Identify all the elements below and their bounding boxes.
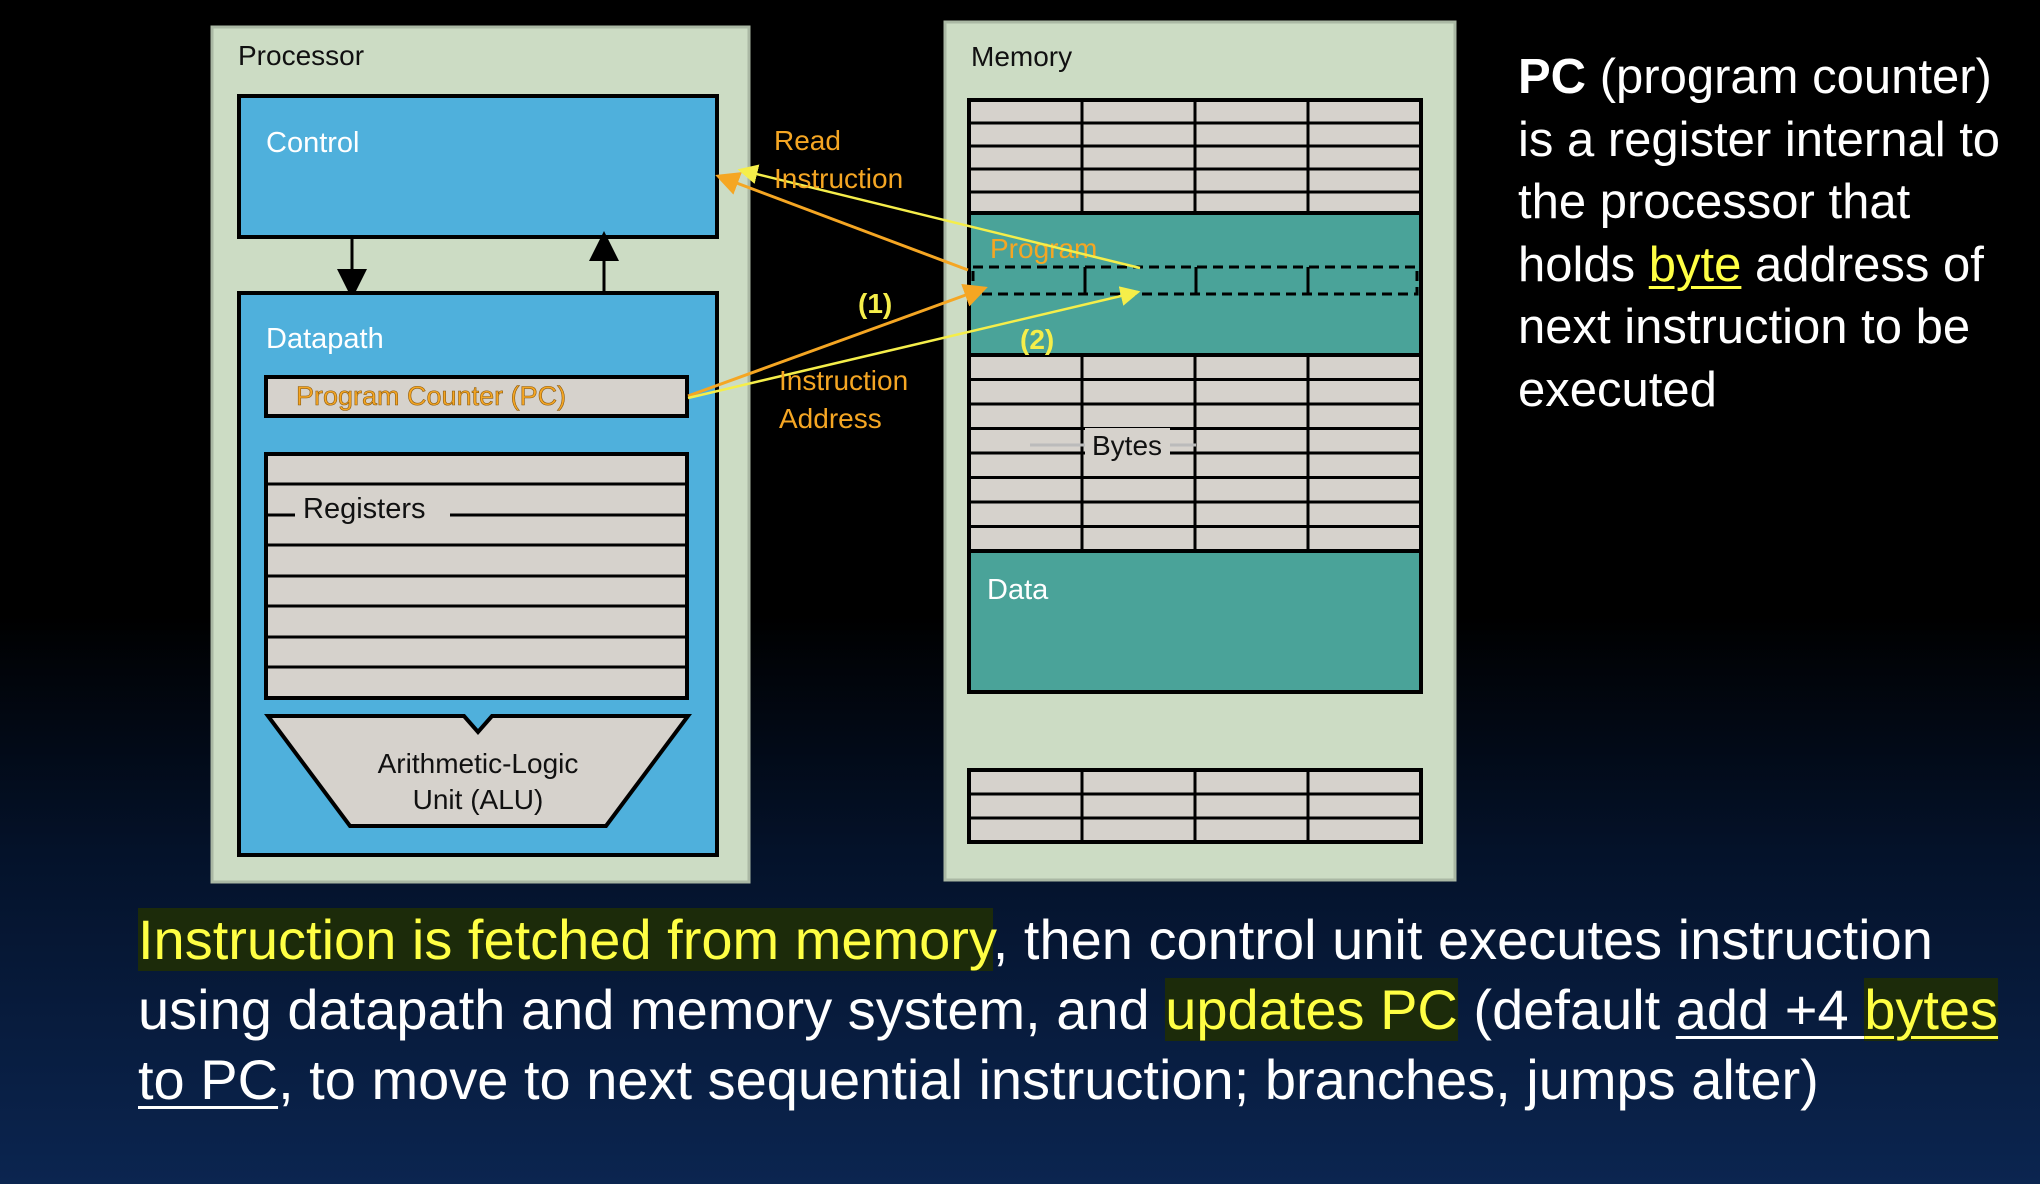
caption-text-3: , to move to next sequential instruction… [278,1048,1819,1111]
fetch-execute-caption: Instruction is fetched from memory, then… [138,905,2018,1115]
caption-underline-add: add +4 [1675,978,1865,1041]
read-instruction-label-line2: Instruction [774,163,903,194]
step-2-label: (2) [1020,324,1054,355]
control-label: Control [266,127,360,159]
read-instruction-label-line1: Read [774,125,841,156]
pc-term: PC [1518,50,1587,104]
instruction-address-label-line2: Address [779,403,882,434]
pc-description: PC (program counter) is a register inter… [1518,46,2018,421]
instruction-address-arrow-2 [687,286,1141,400]
caption-highlight-fetch: Instruction is fetched from memory [138,908,993,971]
caption-highlight-updates-pc: updates PC [1165,978,1458,1041]
pc-description-part1: (program counter) is a register internal… [1518,50,2001,292]
bytes-label: Bytes [1092,430,1162,461]
read-instruction-arrow-orange [715,172,969,272]
program-counter-box [264,375,689,418]
byte-highlight: byte [1648,237,1742,292]
step-1-label: (1) [858,288,892,319]
caption-highlight-bytes: bytes [1864,978,1999,1041]
caption-text-2: (default [1457,978,1676,1041]
memory-byte-grids [967,98,1423,844]
registers-block [264,452,689,700]
instruction-address-label-line1: Instruction [779,365,908,396]
processor-label: Processor [238,40,364,71]
pc-description-part2: address of next instruction to be execut… [1518,237,1984,417]
registers-label: Registers [303,493,426,525]
data-label: Data [987,574,1049,606]
program-label: Program [990,233,1097,264]
program-counter-label: Program Counter (PC) [296,381,566,411]
memory-label: Memory [971,41,1072,72]
control-box [237,94,719,239]
data-region [967,549,1423,694]
caption-underline-to-pc: to PC [138,1048,279,1111]
instruction-address-arrow-1 [687,283,988,398]
alu-label-line2: Unit (ALU) [413,784,544,815]
caption-text-1: , then control unit executes instruction… [138,908,1933,1041]
datapath-label: Datapath [266,323,384,355]
alu-label-line1: Arithmetic-Logic [378,748,579,779]
alu-shape [264,714,692,828]
read-instruction-arrow-yellow [737,164,1141,270]
